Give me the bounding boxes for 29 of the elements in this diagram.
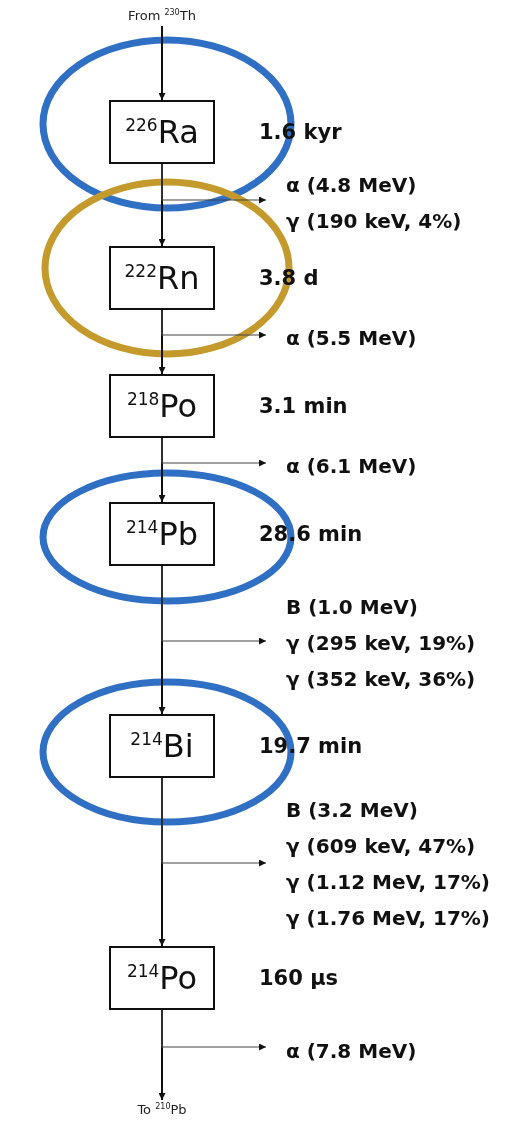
- arrow: [161, 309, 267, 339]
- emission-label: Β (3.2 MeV): [286, 797, 419, 824]
- emission-label: α (4.8 MeV): [286, 172, 418, 199]
- emission-label: γ (609 keV, 47%): [286, 833, 477, 860]
- nuclide-box: $^{214}$Pb: [109, 502, 215, 566]
- arrow: [161, 1009, 267, 1051]
- emission-label: α (6.1 MeV): [286, 453, 417, 480]
- emission-label: Β (1.0 MeV): [286, 594, 419, 621]
- nuclide-box: $^{222}$Rn: [109, 246, 215, 310]
- emission-label: γ (190 keV, 4%): [286, 208, 462, 235]
- emission-label: γ (295 keV, 19%): [286, 630, 476, 657]
- arrow: [161, 437, 267, 467]
- half-life: 3.1 min: [259, 393, 348, 419]
- arrow: [158, 25, 166, 101]
- chain-end-label: From $^{230}$Th: [102, 6, 222, 26]
- emission-label: α (7.8 MeV): [286, 1038, 417, 1065]
- emission-label: α (5.5 MeV): [286, 325, 417, 352]
- nuclide-box: $^{214}$Po: [109, 946, 215, 1010]
- emission-label: γ (1.76 MeV, 17%): [286, 905, 490, 932]
- chain-end-label: To $^{210}$Pb: [102, 1100, 222, 1120]
- arrow: [161, 777, 267, 867]
- arrow: [161, 565, 267, 645]
- arrow: [161, 163, 267, 204]
- nuclide-box: $^{218}$Po: [109, 374, 215, 438]
- half-life: 160 μs: [259, 965, 339, 991]
- emission-label: γ (352 keV, 36%): [286, 666, 476, 693]
- emission-label: γ (1.12 MeV, 17%): [286, 869, 490, 896]
- nuclide-box: $^{226}$Ra: [109, 100, 215, 164]
- nuclide-box: $^{214}$Bi: [109, 714, 215, 778]
